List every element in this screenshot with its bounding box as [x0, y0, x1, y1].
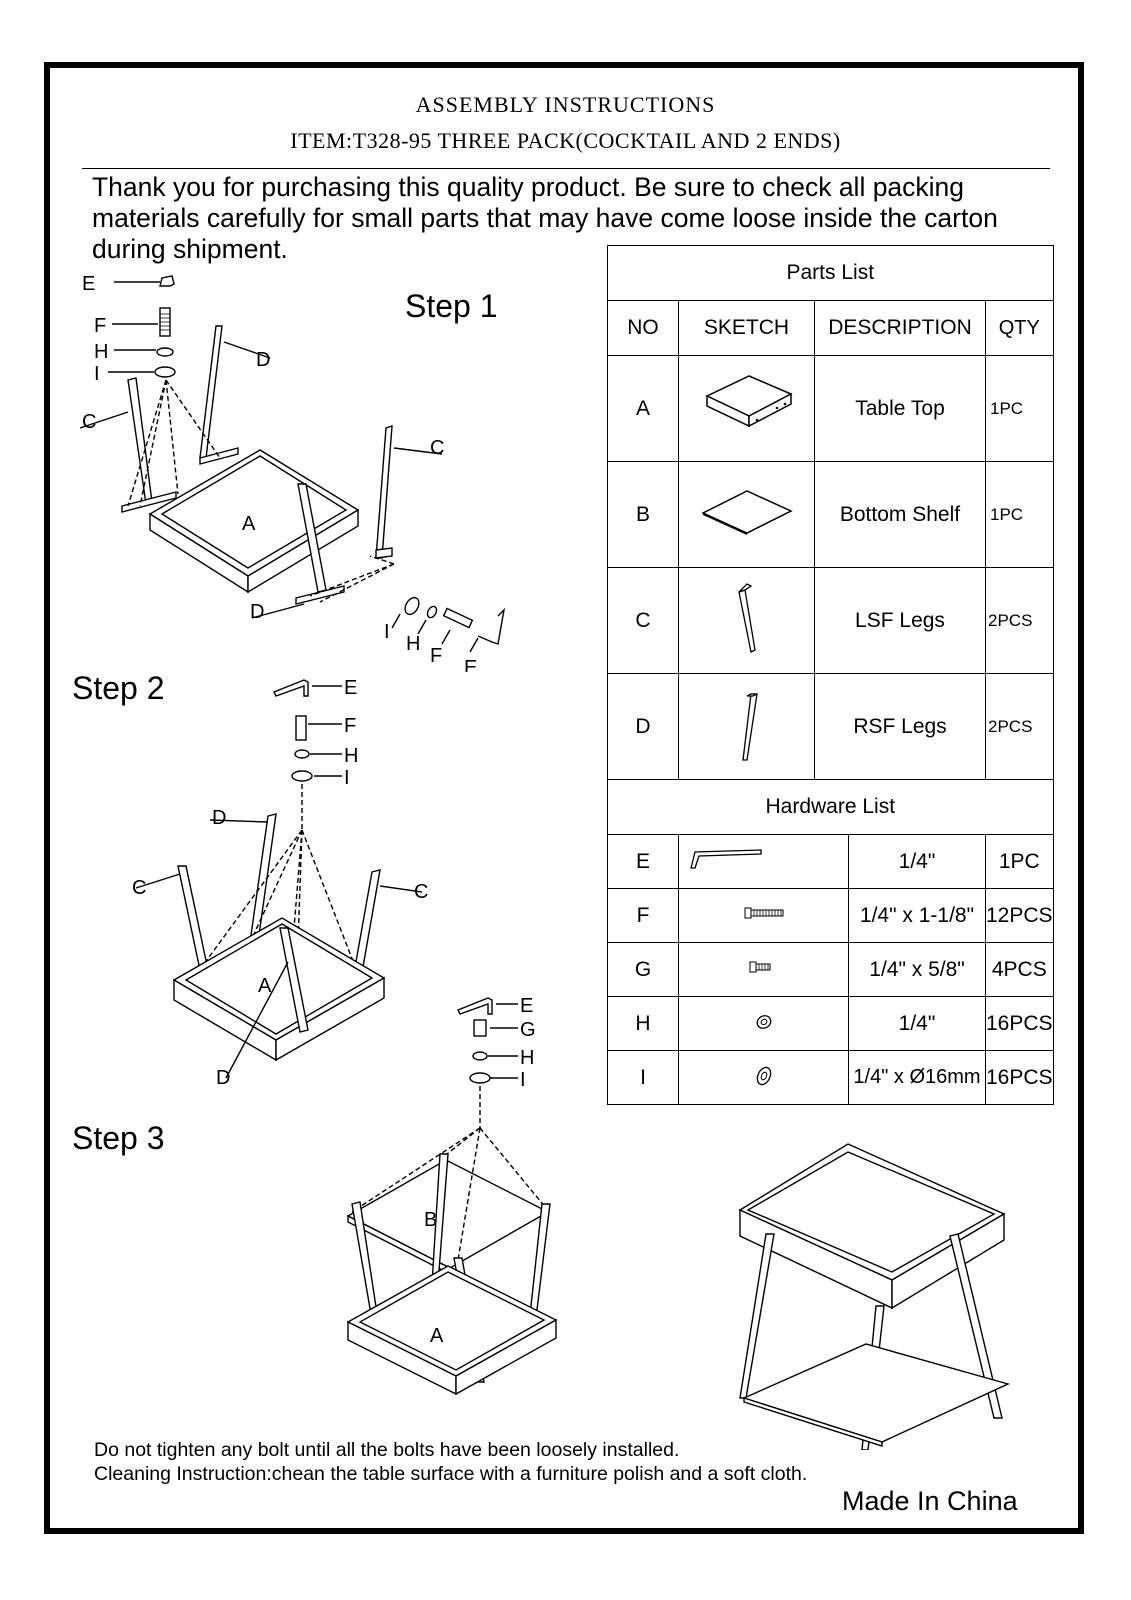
hardware-description: 1/4" x Ø16mm [848, 1050, 986, 1105]
label-A: A [258, 975, 272, 997]
parts-list-title: Parts List [607, 245, 1054, 301]
part-no: B [607, 461, 679, 568]
assembled-table-illustration [738, 1143, 1011, 1450]
label-C: C [82, 411, 96, 433]
part-qty: 2PCS [985, 567, 1054, 674]
short-bolt-icon [678, 942, 849, 997]
label-G: G [520, 1019, 536, 1041]
label-C: C [430, 437, 444, 459]
label-H: H [406, 633, 420, 655]
label-A: A [430, 1325, 444, 1347]
part-no: A [607, 355, 679, 462]
header-divider [82, 168, 1050, 169]
table-top-icon [678, 355, 815, 462]
tightening-note: Do not tighten any bolt until all the bo… [94, 1439, 680, 1461]
table-row: H 1/4" 16PCS [607, 996, 1054, 1051]
part-description: RSF Legs [814, 673, 986, 780]
table-row: F 1/4" x 1-1/8" 12PCS [607, 888, 1054, 943]
hardware-qty: 4PCS [985, 942, 1054, 997]
table-row: E 1/4" 1PC [607, 834, 1054, 889]
label-I: I [384, 621, 390, 643]
label-E: E [344, 677, 357, 699]
table-row: C LSF Legs 2PCS [607, 567, 1054, 674]
label-E: E [520, 995, 533, 1017]
label-C: C [132, 877, 146, 899]
hardware-qty: 1PC [985, 834, 1054, 889]
made-in-label: Made In China [842, 1486, 1018, 1516]
rsf-leg-icon [678, 673, 815, 780]
hardware-no: F [607, 888, 679, 943]
label-D: D [250, 601, 264, 623]
part-description: Table Top [814, 355, 986, 462]
label-D: D [256, 349, 270, 371]
step-3-diagram: E G H I B A [346, 995, 558, 1396]
label-H: H [520, 1047, 534, 1069]
hardware-no: I [607, 1050, 679, 1105]
table-row: G 1/4" x 5/8" 4PCS [607, 942, 1054, 997]
bottom-shelf-icon [678, 461, 815, 568]
lsf-leg-icon [678, 567, 815, 674]
column-header-description: DESCRIPTION [814, 300, 986, 356]
table-row: D RSF Legs 2PCS [607, 673, 1054, 780]
label-C: C [414, 881, 428, 903]
label-A: A [242, 513, 256, 535]
hardware-no: H [607, 996, 679, 1051]
part-no: D [607, 673, 679, 780]
allen-key-icon [678, 834, 849, 889]
column-header-no: NO [607, 300, 679, 356]
step-2-label: Step 2 [72, 670, 165, 706]
part-qty: 2PCS [985, 673, 1054, 780]
step-2-diagram: E F H I D C C A D [132, 677, 428, 1089]
label-H: H [344, 745, 358, 767]
label-E: E [82, 273, 95, 295]
label-D: D [212, 807, 226, 829]
hardware-no: E [607, 834, 679, 889]
column-header-sketch: SKETCH [678, 300, 815, 356]
item-title: ITEM:T328-95 THREE PACK(COCKTAIL AND 2 E… [290, 128, 841, 153]
label-F: F [94, 315, 106, 337]
label-E: E [464, 657, 477, 672]
table-row: I 1/4" x Ø16mm 16PCS [607, 1050, 1054, 1105]
step-3-label: Step 3 [72, 1120, 165, 1156]
hardware-list-title: Hardware List [607, 779, 1054, 835]
step-1-diagram: E F H I C D A C D I H F E [79, 273, 506, 672]
parts-table: Parts List NO SKETCH DESCRIPTION QTY A T… [607, 245, 1054, 1105]
part-description: LSF Legs [814, 567, 986, 674]
page-border [44, 62, 1084, 1534]
hardware-description: 1/4" x 5/8" [848, 942, 986, 997]
label-H: H [94, 341, 108, 363]
flat-washer-icon [678, 1050, 849, 1105]
intro-text: Thank you for purchasing this quality pr… [92, 172, 998, 264]
hardware-qty: 12PCS [985, 888, 1054, 943]
label-I: I [344, 767, 350, 789]
label-B: B [424, 1209, 437, 1231]
hardware-qty: 16PCS [985, 1050, 1054, 1105]
hardware-description: 1/4" x 1-1/8" [848, 888, 986, 943]
part-qty: 1PC [985, 355, 1054, 462]
part-description: Bottom Shelf [814, 461, 986, 568]
cleaning-note: Cleaning Instruction:chean the table sur… [94, 1463, 808, 1485]
label-D: D [216, 1067, 230, 1089]
lock-washer-icon [678, 996, 849, 1051]
hardware-no: G [607, 942, 679, 997]
step-1-label: Step 1 [405, 288, 498, 324]
hardware-description: 1/4" [848, 834, 986, 889]
label-F: F [344, 715, 356, 737]
part-qty: 1PC [985, 461, 1054, 568]
table-row: A Table Top 1PC [607, 355, 1054, 462]
table-row: B Bottom Shelf 1PC [607, 461, 1054, 568]
hardware-qty: 16PCS [985, 996, 1054, 1051]
long-bolt-icon [678, 888, 849, 943]
column-header-qty: QTY [985, 300, 1054, 356]
hardware-description: 1/4" [848, 996, 986, 1051]
part-no: C [607, 567, 679, 674]
label-F: F [430, 645, 442, 667]
label-I: I [520, 1069, 526, 1091]
document-title: ASSEMBLY INSTRUCTIONS [415, 92, 716, 117]
label-I: I [94, 363, 100, 385]
